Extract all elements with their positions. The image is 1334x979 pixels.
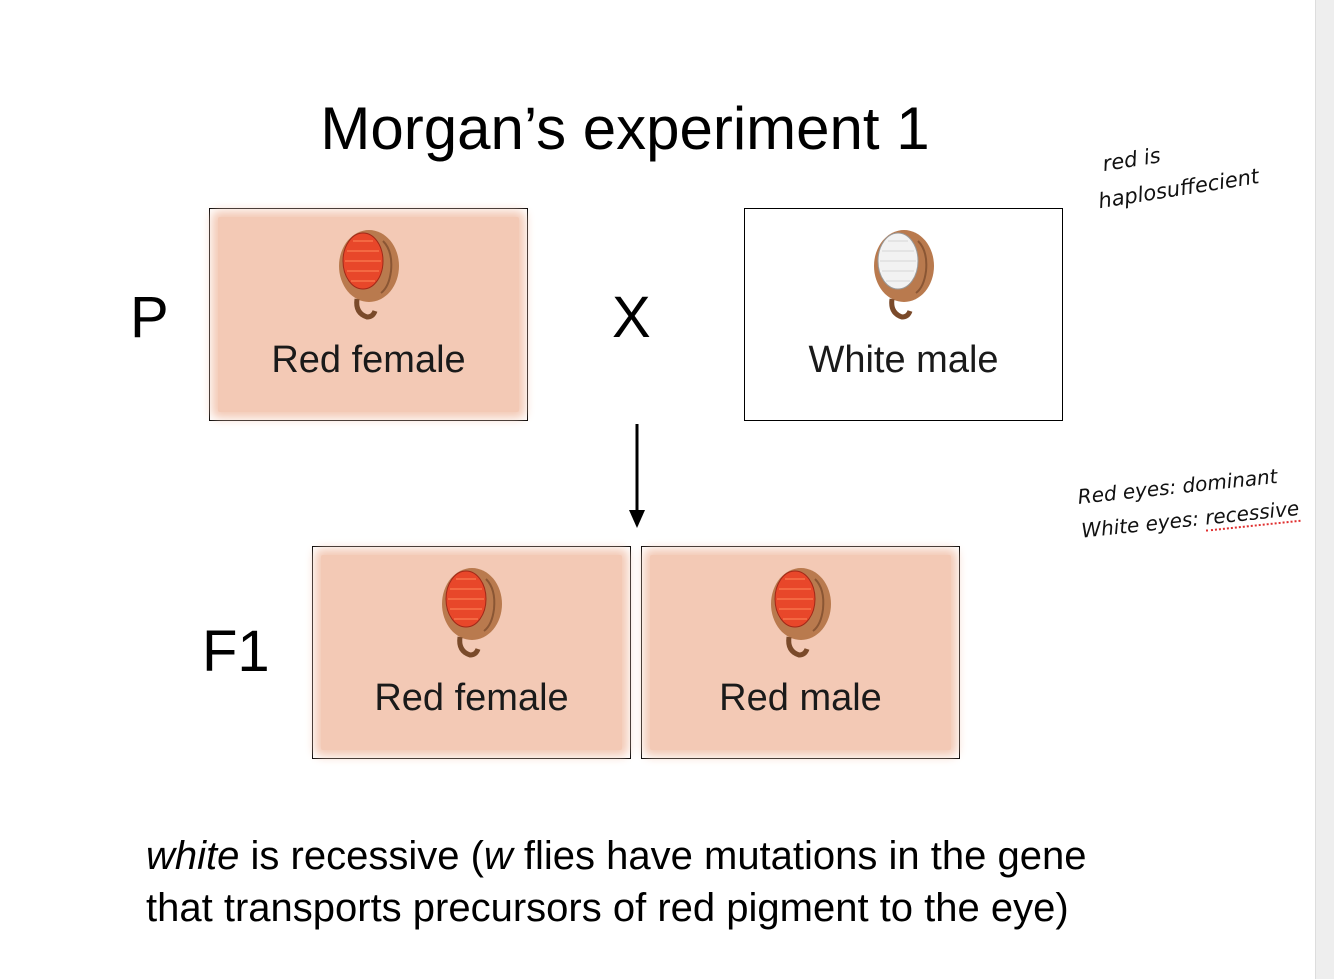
caption-text-part-1: is recessive ( bbox=[239, 834, 484, 878]
note-2-recessive-word: recessive bbox=[1203, 495, 1301, 532]
fly-head-red-eye-icon bbox=[338, 230, 399, 320]
slide-title: Morgan’s experiment 1 bbox=[320, 95, 930, 162]
caption-line-1: white is recessive (w flies have mutatio… bbox=[146, 830, 1086, 882]
vertical-scrollbar[interactable] bbox=[1315, 0, 1334, 979]
caption-italic-white: white bbox=[146, 834, 240, 878]
caption-line-2: that transports precursors of red pigmen… bbox=[146, 886, 1069, 930]
offspring-red-female-box: Red female bbox=[312, 546, 631, 759]
generation-label-p: P bbox=[130, 285, 169, 350]
generation-label-f1: F1 bbox=[202, 619, 270, 684]
fly-head-red-eye-icon bbox=[441, 568, 502, 658]
offspring-2-label: Red male bbox=[719, 677, 882, 719]
handwritten-note-dominance: Red eyes: dominant White eyes: recessive bbox=[1076, 457, 1301, 548]
down-arrow-icon bbox=[629, 424, 645, 528]
caption-italic-w: w bbox=[483, 834, 513, 878]
offspring-red-male-box: Red male bbox=[641, 546, 960, 759]
parent-white-male-box: White male bbox=[744, 208, 1063, 421]
fly-head-white-eye-icon bbox=[873, 230, 934, 320]
cross-symbol: X bbox=[612, 285, 651, 350]
note-2-line-2-prefix: White eyes: bbox=[1080, 505, 1207, 543]
parent-2-label: White male bbox=[808, 339, 999, 381]
slide-caption: white is recessive (w flies have mutatio… bbox=[146, 830, 1086, 934]
parent-red-female-box: Red female bbox=[209, 208, 528, 421]
caption-text-part-2: flies have mutations in the gene bbox=[512, 834, 1087, 878]
fly-head-red-eye-icon bbox=[770, 568, 831, 658]
parent-1-label: Red female bbox=[271, 339, 466, 381]
offspring-1-label: Red female bbox=[374, 677, 569, 719]
